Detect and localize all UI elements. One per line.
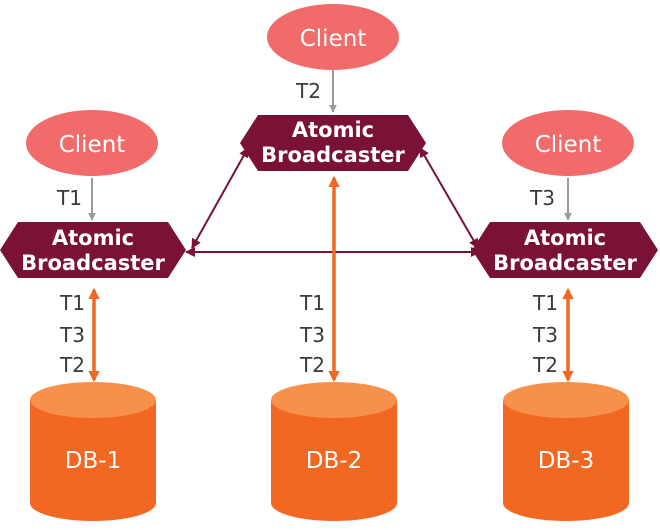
- client-arrow-label-top: T2: [295, 79, 321, 103]
- db-arrow-label: T3: [532, 323, 558, 347]
- database-label: DB-2: [306, 448, 362, 474]
- database-label: DB-3: [538, 448, 594, 474]
- db-arrow-label: T1: [532, 291, 558, 315]
- db-arrow-label: T3: [299, 323, 325, 347]
- database-db3: DB-3: [503, 382, 629, 521]
- client-arrow-label-left: T1: [56, 186, 82, 210]
- broadcaster-label-line2: Broadcaster: [261, 143, 405, 167]
- broadcaster-top: Atomic Broadcaster: [240, 115, 426, 171]
- broadcaster-label-line1: Atomic: [524, 226, 606, 250]
- database-db1: DB-1: [30, 382, 156, 521]
- broadcaster-label-line2: Broadcaster: [493, 251, 637, 275]
- client-label: Client: [535, 132, 602, 158]
- database-label: DB-1: [65, 448, 121, 474]
- client-ellipse: [502, 110, 634, 176]
- broadcaster-left: Atomic Broadcaster: [0, 222, 186, 278]
- client-label: Client: [300, 26, 367, 52]
- broadcaster-label-line1: Atomic: [292, 118, 374, 142]
- database-body: [503, 400, 629, 521]
- broadcaster-shape: [0, 222, 186, 278]
- client-arrow-label-right: T3: [529, 186, 555, 210]
- arrow-left-top-broadcaster: [191, 147, 249, 249]
- database-top: [503, 382, 629, 418]
- db-arrow-label: T2: [59, 353, 85, 377]
- db-arrow-label: T2: [532, 353, 558, 377]
- db-arrow-label: T1: [59, 291, 85, 315]
- client-label: Client: [59, 132, 126, 158]
- broadcaster-label-line2: Broadcaster: [21, 251, 165, 275]
- db-arrow-labels-left: T1 T3 T2: [59, 291, 85, 377]
- client-left: Client: [26, 110, 158, 176]
- broadcaster-right: Atomic Broadcaster: [472, 222, 658, 278]
- broadcaster-shape: [240, 115, 426, 171]
- db-arrow-labels-right: T1 T3 T2: [532, 291, 558, 377]
- client-right: Client: [502, 110, 634, 176]
- db-arrow-labels-middle: T1 T3 T2: [299, 291, 325, 377]
- database-body: [30, 400, 156, 521]
- database-body: [271, 400, 397, 521]
- database-db2: DB-2: [271, 382, 397, 521]
- client-ellipse: [267, 4, 399, 70]
- database-top: [30, 382, 156, 418]
- broadcaster-label-line1: Atomic: [52, 226, 134, 250]
- db-arrow-label: T3: [59, 323, 85, 347]
- db-arrow-label: T2: [299, 353, 325, 377]
- client-top: Client: [267, 4, 399, 70]
- arrow-top-right-broadcaster: [419, 147, 479, 249]
- client-ellipse: [26, 110, 158, 176]
- database-top: [271, 382, 397, 418]
- db-arrow-label: T1: [299, 291, 325, 315]
- broadcaster-shape: [472, 222, 658, 278]
